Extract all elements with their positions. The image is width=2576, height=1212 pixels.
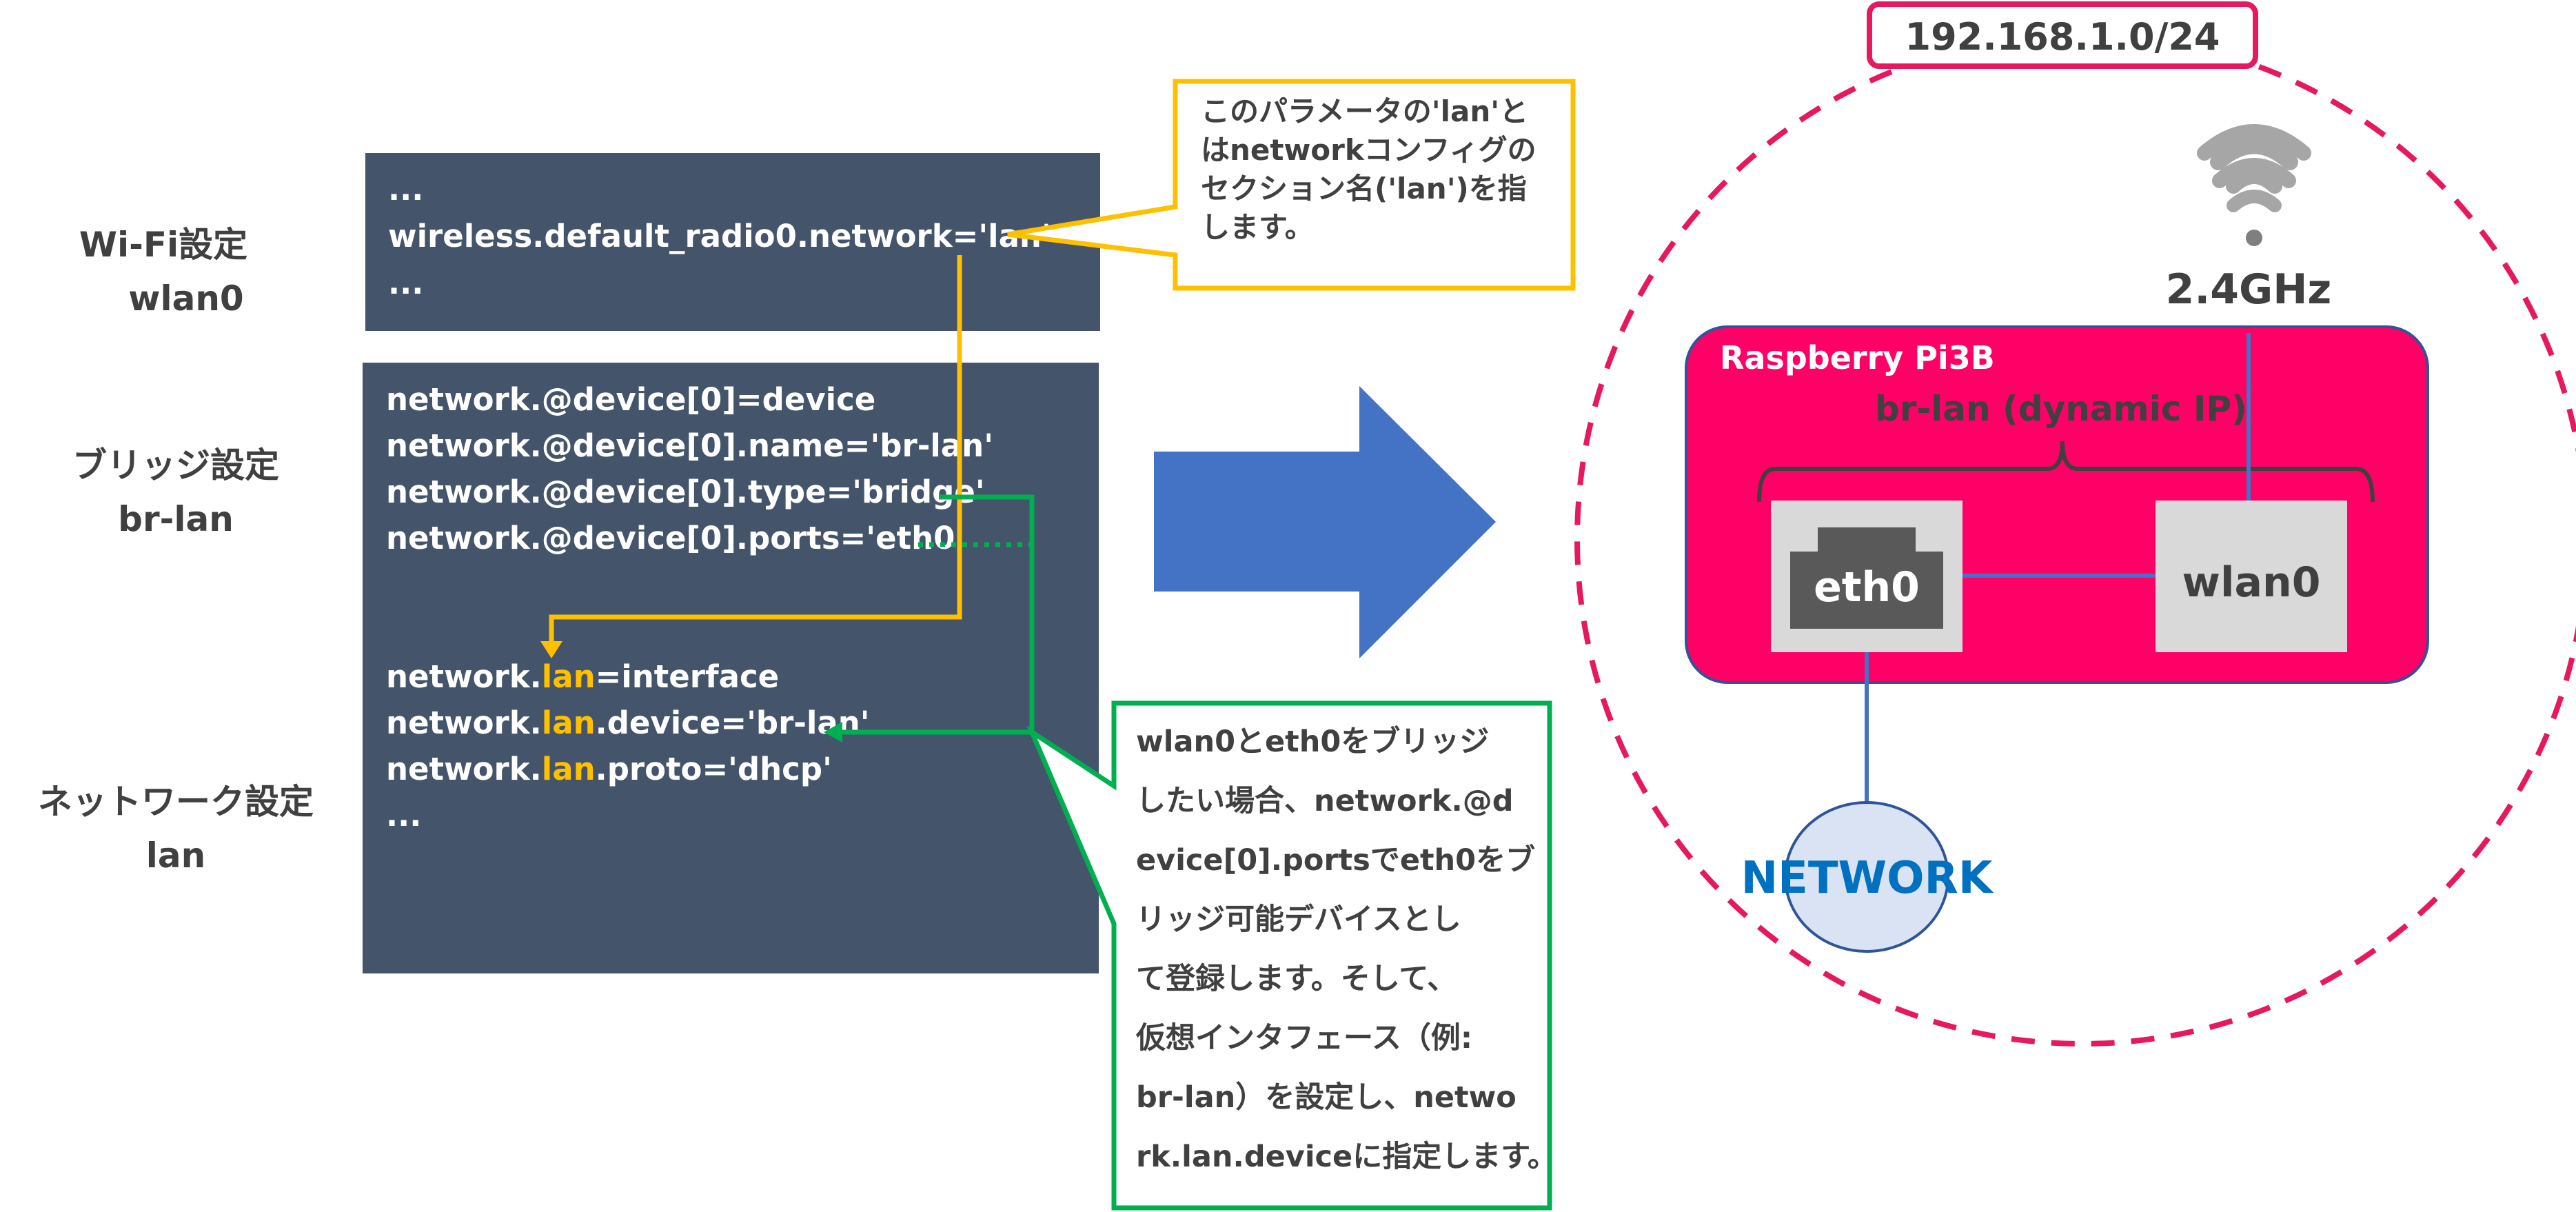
green-callout-line: br-lan）を設定し、netwo bbox=[1136, 1080, 1517, 1115]
bridge-code-line: network.@device[0]=device bbox=[386, 381, 875, 418]
lan-code-ellipsis: ... bbox=[386, 797, 421, 834]
lan-code-line: network.lan.device='br-lan' bbox=[386, 705, 870, 741]
green-callout bbox=[1026, 700, 1552, 1211]
wifi-code-box bbox=[365, 153, 1100, 331]
bridge-code-line: network.@device[0].name='br-lan' bbox=[386, 427, 993, 464]
device-title: Raspberry Pi3B bbox=[1720, 339, 1995, 376]
green-callout-line: 仮想インタフェース（例: bbox=[1135, 1021, 1472, 1056]
wifi-signal-icon-arc-inner bbox=[2227, 190, 2282, 212]
network-label-right: NETWORK bbox=[1741, 853, 1994, 904]
wifi-code-line: ... bbox=[388, 265, 423, 301]
green-arrow-head bbox=[824, 722, 842, 743]
green-callout-line: リッジ可能デバイスとし bbox=[1136, 902, 1461, 937]
wifi-label: Wi-Fi設定 bbox=[79, 225, 247, 265]
wlan0-port-box bbox=[2156, 501, 2347, 652]
bridge-code-line: network.@device[0].ports='eth0' bbox=[386, 520, 964, 556]
green-callout-line: wlan0とeth0をブリッジ bbox=[1136, 725, 1489, 759]
bridge-code-line: network.@device[0].type='bridge' bbox=[386, 474, 985, 510]
yellow-callout-line: します。 bbox=[1201, 210, 1314, 244]
yellow-connector-line bbox=[549, 255, 962, 645]
lan-code-line: network.lan.proto='dhcp' bbox=[386, 751, 832, 787]
wifi-signal-icon-arc-mid bbox=[2212, 158, 2296, 188]
wifi-code-line: wireless.default_radio0.network='lan' bbox=[388, 218, 1051, 254]
green-callout-line: て登録します。そして、 bbox=[1136, 962, 1457, 996]
yellow-callout bbox=[1007, 79, 1576, 291]
wifi-signal-icon bbox=[2210, 137, 2298, 194]
bridge-brace bbox=[1757, 441, 2375, 503]
ethernet-jack-icon bbox=[1790, 527, 1943, 629]
bridge-label: ブリッジ設定 bbox=[72, 445, 279, 485]
yellow-callout-line: はnetworkコンフィグの bbox=[1201, 133, 1537, 167]
wlan0-label: wlan0 bbox=[2182, 558, 2321, 607]
wifi-signal-icon-arc-outer bbox=[2197, 124, 2311, 161]
lan-code-line: network.lan=interface bbox=[386, 658, 779, 695]
wifi-code-line: ... bbox=[388, 171, 423, 208]
network-ellipse bbox=[1784, 801, 1949, 953]
result-arrow bbox=[1154, 386, 1496, 658]
bridge-sub-label: br-lan bbox=[118, 499, 234, 539]
subnet-label: 192.168.1.0/24 bbox=[1905, 15, 2220, 59]
bridge-label-right: br-lan (dynamic IP) bbox=[1875, 389, 2247, 429]
network-code-box bbox=[363, 363, 1099, 973]
subnet-label-box bbox=[1867, 1, 2258, 69]
wifi-signal-icon-dot bbox=[2246, 230, 2262, 246]
green-callout-line: rk.lan.deviceに指定します。 bbox=[1136, 1140, 1557, 1174]
wifi-sub-label: wlan0 bbox=[128, 279, 243, 319]
green-callout-line: したい場合、network.@d bbox=[1136, 784, 1514, 818]
frequency-label: 2.4GHz bbox=[2166, 265, 2332, 314]
green-connector-line bbox=[840, 494, 1035, 735]
network-label: ネットワーク設定 bbox=[38, 782, 314, 822]
network-sub-label: lan bbox=[146, 836, 205, 876]
eth0-label: eth0 bbox=[1814, 563, 1920, 612]
yellow-callout-line: このパラメータの'lan'と bbox=[1201, 94, 1528, 128]
green-callout-line: evice[0].portsでeth0をブ bbox=[1136, 843, 1535, 878]
yellow-arrow-head bbox=[540, 641, 562, 658]
yellow-callout-line: セクション名('lan')を指 bbox=[1201, 172, 1527, 205]
